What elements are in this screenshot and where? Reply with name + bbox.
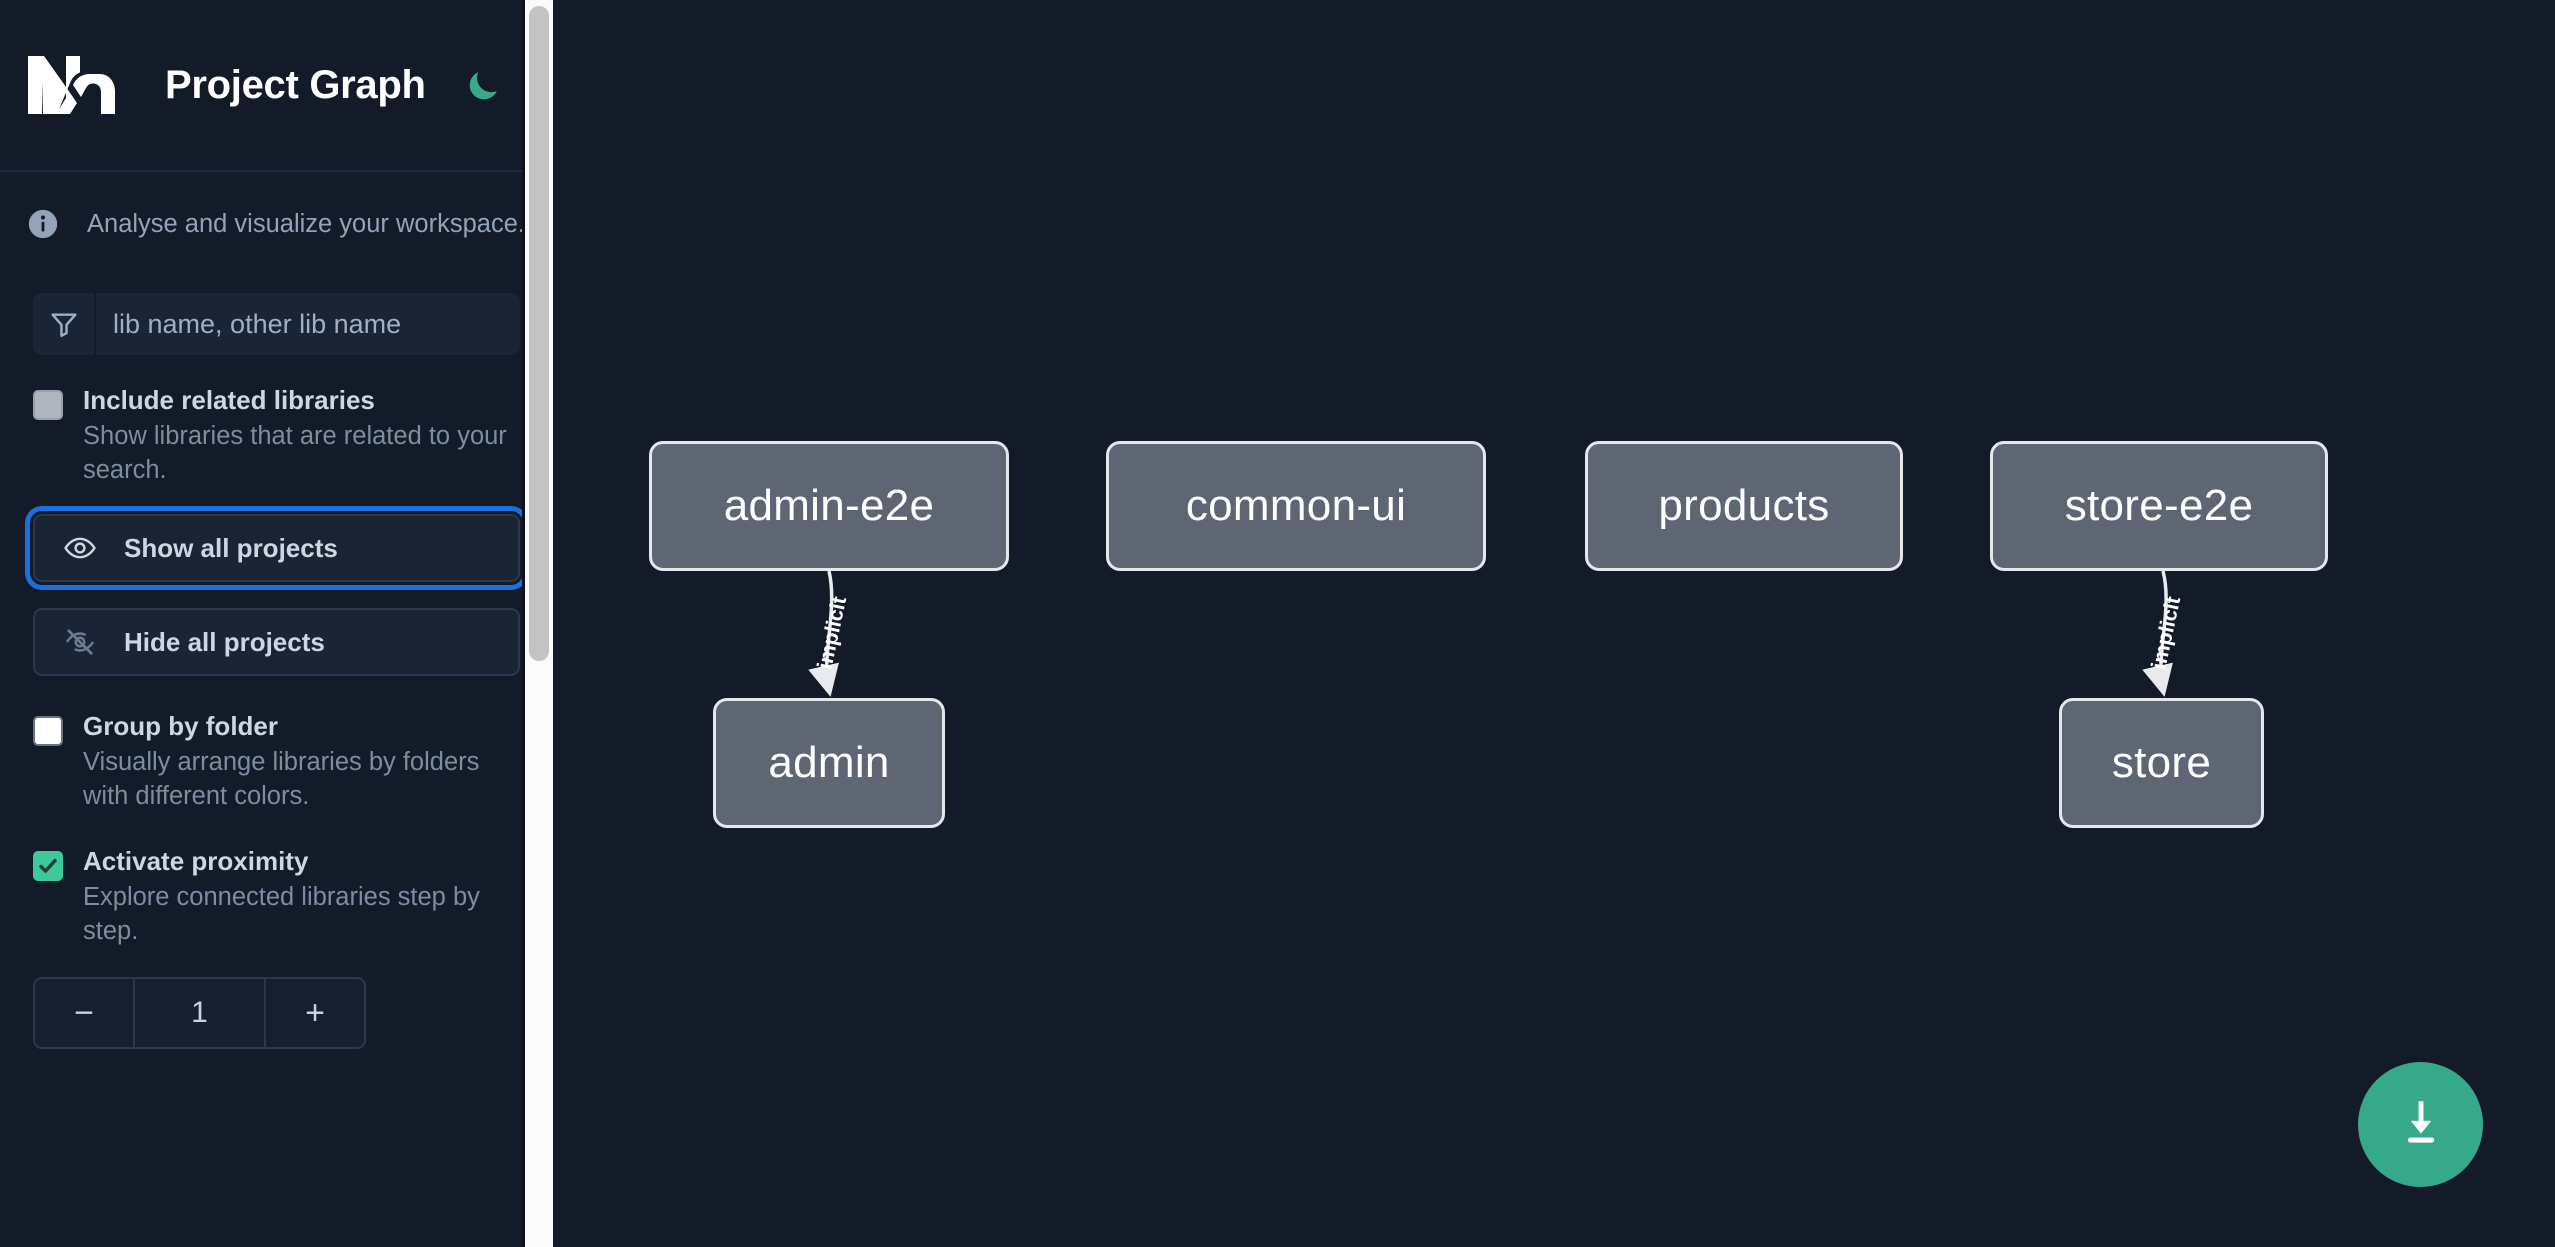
proximity-stepper[interactable]: − 1 + bbox=[33, 977, 366, 1050]
option-activate-proximity[interactable]: Activate proximity Explore connected lib… bbox=[33, 845, 520, 949]
nx-logo-icon bbox=[26, 54, 122, 116]
group-by-folder-checkbox[interactable] bbox=[33, 716, 63, 747]
graph-node-label: common-ui bbox=[1185, 481, 1407, 530]
filter-icon bbox=[33, 293, 96, 355]
include-related-libraries-label: Include related libraries bbox=[83, 385, 375, 415]
graph-node-admin[interactable]: admin bbox=[713, 698, 945, 828]
show-all-projects-button[interactable]: Show all projects bbox=[25, 506, 528, 591]
include-related-libraries-checkbox[interactable] bbox=[33, 390, 63, 420]
hide-all-projects-button[interactable]: Hide all projects bbox=[33, 608, 520, 677]
group-by-folder-label: Group by folder bbox=[83, 711, 278, 742]
graph-node-label: admin-e2e bbox=[723, 481, 935, 530]
download-icon bbox=[2392, 1094, 2450, 1155]
hide-all-projects-label: Hide all projects bbox=[124, 626, 325, 657]
graph-node-common-ui[interactable]: common-ui bbox=[1106, 441, 1486, 571]
graph-canvas[interactable]: admin-e2e common-ui products store-e2e a… bbox=[553, 0, 2555, 1247]
include-related-libraries-description: Show libraries that are related to your … bbox=[83, 422, 507, 485]
download-button[interactable] bbox=[2358, 1062, 2483, 1187]
sidebar-divider bbox=[522, 0, 525, 1247]
graph-edges bbox=[808, 570, 2173, 697]
group-by-folder-description: Visually arrange libraries by folders wi… bbox=[83, 748, 480, 811]
search-input[interactable] bbox=[96, 293, 520, 355]
activate-proximity-checkbox[interactable] bbox=[33, 851, 63, 882]
tagline-text: Analyse and visualize your workspace. bbox=[87, 209, 525, 238]
graph-node-label: store bbox=[2111, 738, 2212, 787]
show-all-projects-label: Show all projects bbox=[124, 532, 338, 563]
graph-node-store[interactable]: store bbox=[2059, 698, 2264, 828]
eye-off-icon bbox=[63, 625, 97, 659]
search-field[interactable] bbox=[33, 293, 520, 355]
sidebar-body: Include related libraries Show libraries… bbox=[0, 293, 553, 1050]
sidebar-header: Project Graph bbox=[0, 0, 553, 172]
graph-node-label: products bbox=[1658, 481, 1830, 530]
graph-node-label: store-e2e bbox=[2064, 481, 2254, 530]
option-include-related-libraries[interactable]: Include related libraries Show libraries… bbox=[33, 384, 520, 488]
graph-node-admin-e2e[interactable]: admin-e2e bbox=[649, 441, 1009, 571]
moon-icon[interactable] bbox=[462, 64, 504, 106]
graph-edge-label-admin: implicit bbox=[813, 594, 852, 672]
graph-node-products[interactable]: products bbox=[1585, 441, 1903, 571]
proximity-value: 1 bbox=[135, 979, 264, 1048]
activate-proximity-label: Activate proximity bbox=[83, 846, 309, 877]
graph-node-label: admin bbox=[768, 738, 890, 787]
graph-edge-label-store: implicit bbox=[2147, 594, 2186, 672]
option-group-by-folder[interactable]: Group by folder Visually arrange librari… bbox=[33, 710, 520, 814]
sidebar: Project Graph Analyse and visualize your… bbox=[0, 0, 553, 1247]
info-icon bbox=[26, 207, 60, 241]
proximity-decrement-button[interactable]: − bbox=[35, 979, 135, 1048]
proximity-increment-button[interactable]: + bbox=[264, 979, 364, 1048]
page-title: Project Graph bbox=[165, 62, 426, 107]
tagline: Analyse and visualize your workspace. bbox=[0, 172, 553, 276]
sidebar-scrollbar[interactable] bbox=[525, 0, 553, 1247]
graph-node-store-e2e[interactable]: store-e2e bbox=[1990, 441, 2328, 571]
eye-icon bbox=[63, 531, 97, 565]
sidebar-scrollbar-thumb[interactable] bbox=[529, 6, 549, 661]
activate-proximity-description: Explore connected libraries step by step… bbox=[83, 883, 480, 946]
